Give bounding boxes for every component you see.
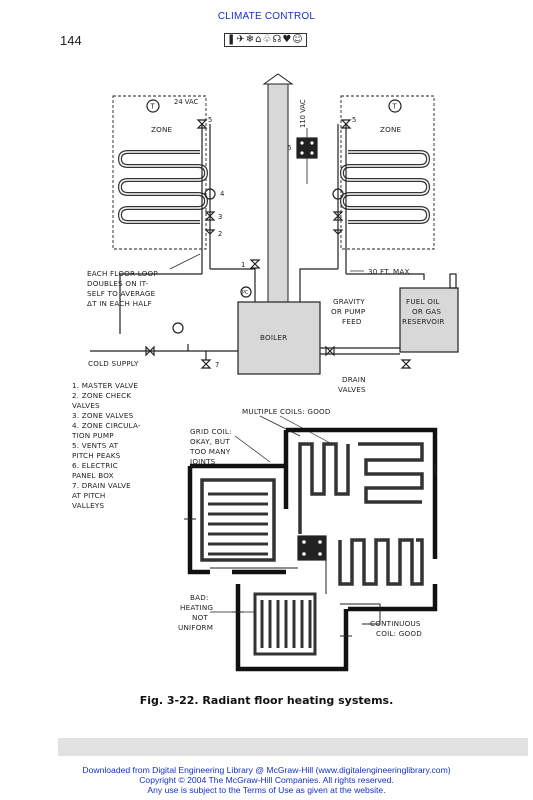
label-5-left: 5 bbox=[208, 116, 212, 124]
drain-valve-fuel bbox=[325, 345, 412, 369]
label-24vac: 24 VAC bbox=[174, 98, 199, 106]
footer-line-2: Copyright © 2004 The McGraw-Hill Compani… bbox=[139, 775, 394, 785]
label-5-right: 5 bbox=[352, 116, 356, 124]
thermostat-right-label: T bbox=[392, 103, 398, 111]
cold-supply-label: COLD SUPPLY bbox=[88, 359, 139, 368]
check-valve-right bbox=[332, 229, 344, 235]
boiler-label: BOILER bbox=[260, 333, 287, 342]
label-4: 4 bbox=[220, 190, 224, 198]
page-number: 144 bbox=[60, 33, 82, 48]
continuous-coil-label: CONTINUOUS COIL: GOOD bbox=[370, 619, 423, 638]
chimney-cap bbox=[262, 73, 294, 85]
master-valve bbox=[249, 259, 261, 269]
zone-right-label: ZONE bbox=[380, 125, 402, 134]
electric-panel-box bbox=[296, 137, 318, 159]
pipe-left bbox=[119, 124, 256, 334]
grid-coil-label: GRID COIL: OKAY, BUT TOO MANY JOINTS bbox=[189, 427, 234, 466]
pc-label: PC bbox=[242, 290, 249, 296]
floor-plan-walls bbox=[187, 427, 438, 672]
zone-pump-right bbox=[332, 188, 344, 200]
grey-bar bbox=[58, 738, 528, 756]
boiler-block-plan bbox=[297, 535, 327, 561]
thermostat-right bbox=[388, 99, 402, 113]
thermostat-left-label: T bbox=[150, 103, 156, 111]
label-6: 6 bbox=[287, 144, 291, 152]
zone-valve-left bbox=[204, 211, 216, 221]
pipe-right bbox=[299, 124, 425, 312]
vent-valve-left bbox=[196, 119, 208, 129]
radiant-heating-figure: T T 24 VAC 110 VAC ZONE ZONE 5 5 4 3 2 6… bbox=[71, 73, 459, 672]
zone-left-box bbox=[112, 95, 207, 250]
thermostat-left bbox=[146, 99, 160, 113]
label-7: 7 bbox=[215, 361, 219, 369]
pc-gauge bbox=[240, 286, 252, 298]
dingbat-strip: ❚✈❄⌂♧☊♥☺ bbox=[224, 33, 307, 47]
bad-coil bbox=[253, 592, 317, 656]
multiple-coils-label: MULTIPLE COILS: GOOD bbox=[242, 407, 331, 416]
check-valve-left bbox=[204, 229, 216, 235]
continuous-coil bbox=[338, 538, 424, 586]
label-3: 3 bbox=[218, 213, 222, 221]
grid-coil-room bbox=[200, 478, 276, 562]
footer-line-3: Any use is subject to the Terms of Use a… bbox=[147, 785, 386, 795]
multiple-coils bbox=[298, 442, 424, 534]
coil-left bbox=[117, 150, 209, 224]
figure-caption: Fig. 3-22. Radiant floor heating systems… bbox=[139, 694, 394, 707]
legend: 1. MASTER VALVE 2. ZONE CHECK VALVES 3. … bbox=[71, 381, 143, 510]
thirty-ft-label: 30 FT. MAX. bbox=[368, 267, 412, 276]
cold-supply-pipe bbox=[90, 344, 238, 352]
label-2: 2 bbox=[218, 230, 222, 238]
fuel-reservoir bbox=[399, 287, 459, 353]
fuel-reservoir-label: FUEL OIL OR GAS RESERVOIR bbox=[402, 297, 445, 326]
bad-heating-label: BAD: HEATING NOT UNIFORM bbox=[178, 593, 216, 632]
boiler bbox=[237, 301, 321, 375]
running-title: CLIMATE CONTROL bbox=[217, 11, 316, 22]
chimney bbox=[267, 83, 289, 303]
vent-valve-right bbox=[340, 119, 352, 129]
zone-left-label: ZONE bbox=[151, 125, 173, 134]
gravity-feed-label: GRAVITY OR PUMP FEED bbox=[331, 297, 368, 326]
footer: Downloaded from Digital Engineering Libr… bbox=[0, 765, 533, 795]
coil-right bbox=[339, 150, 431, 224]
zone-pump-left bbox=[204, 188, 216, 200]
label-110vac: 110 VAC bbox=[299, 99, 307, 128]
zone-valve-right bbox=[332, 211, 344, 221]
drain-valves-label: DRAIN VALVES bbox=[338, 375, 368, 394]
floor-loop-note: EACH FLOOR LOOP DOUBLES ON IT- SELF TO A… bbox=[87, 269, 160, 308]
footer-line-1[interactable]: Downloaded from Digital Engineering Libr… bbox=[82, 765, 451, 775]
label-1: 1 bbox=[241, 261, 245, 269]
